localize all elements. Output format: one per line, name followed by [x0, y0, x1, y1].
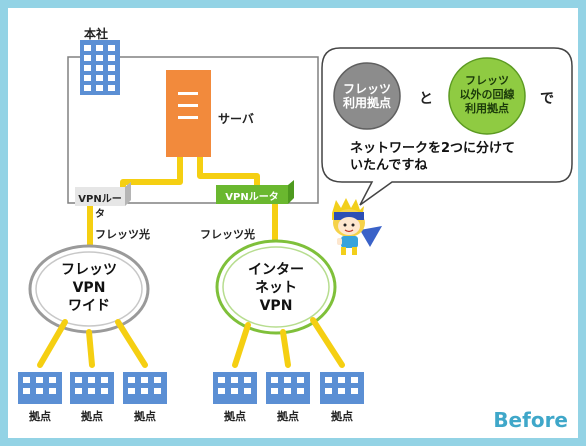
branch-label: 拠点 — [331, 410, 353, 423]
connector-and: と — [419, 91, 433, 107]
circle-green-label: フレッツ 以外の回線 利用拠点 — [459, 74, 515, 115]
branch-label: 拠点 — [224, 410, 246, 423]
branch-links-left — [37, 319, 148, 368]
line-right-label: フレッツ光 — [200, 228, 255, 241]
branch-label: 拠点 — [81, 410, 103, 423]
hq-building-icon — [80, 40, 120, 95]
gray-site-circle — [333, 62, 401, 130]
server-icon — [166, 70, 211, 157]
branch-label: 拠点 — [29, 410, 51, 423]
cloud-right-internet-vpn — [215, 239, 337, 335]
branch-label: 拠点 — [134, 410, 156, 423]
router-right-label: VPNルータ — [225, 192, 279, 203]
green-site-circle — [448, 57, 526, 135]
line-left-label: フレッツ光 — [95, 228, 150, 241]
hq-label: 本社 — [84, 27, 109, 41]
circle-gray-label: フレッツ 利用拠点 — [342, 82, 391, 110]
bubble-message: ネットワークを2つに分けて いたんですね — [350, 141, 516, 173]
router-left-icon — [75, 182, 131, 206]
server-label: サーバ — [218, 112, 254, 126]
cloud-right-label: インター ネット VPN — [248, 262, 304, 314]
connector-de: で — [540, 91, 554, 107]
cloud-left-label: フレッツ VPN ワイド — [61, 262, 117, 314]
access-links — [87, 204, 278, 252]
mascot-character-icon — [332, 198, 382, 255]
router-left-label: VPNルータ — [78, 194, 122, 220]
branch-label: 拠点 — [277, 410, 299, 423]
router-right-icon — [216, 180, 294, 204]
branch-links-right — [232, 317, 345, 368]
branch-building-icons — [18, 372, 364, 404]
cloud-left-flets-vpn-wide — [28, 244, 150, 334]
branch-windows — [23, 377, 358, 394]
before-label: Before — [493, 408, 568, 432]
